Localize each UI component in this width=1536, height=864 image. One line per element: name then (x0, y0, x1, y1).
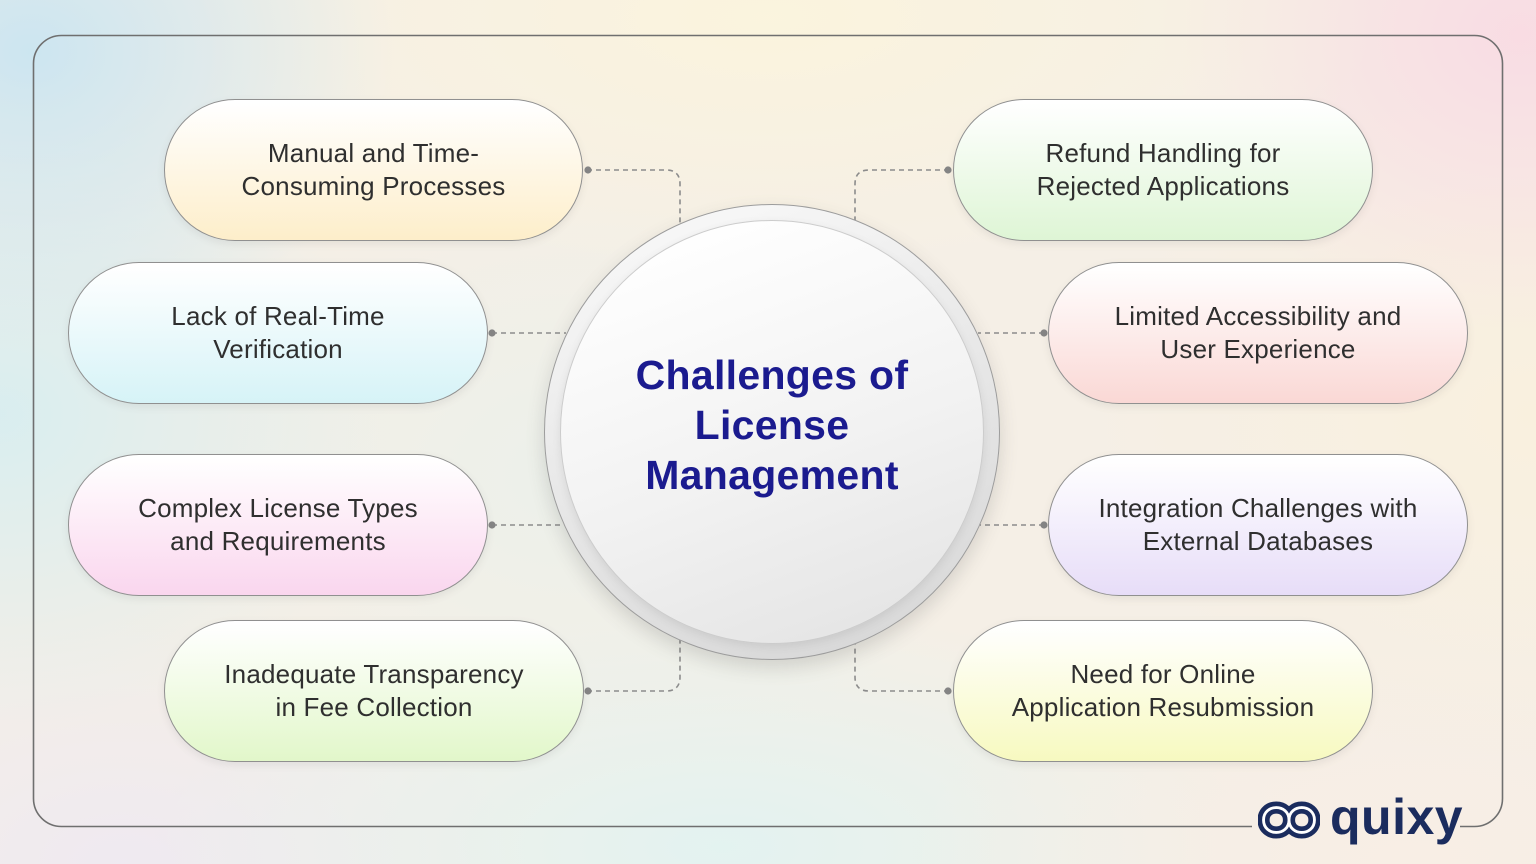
center-circle: Challenges of License Management (544, 204, 1000, 660)
pill-manual-time-consuming: Manual and Time-Consuming Processes (164, 99, 583, 241)
pill-label: Complex License Types and Requirements (138, 492, 418, 556)
connector-left-4 (587, 638, 681, 692)
connector-dot (1040, 329, 1048, 337)
pill-label: Refund Handling for Rejected Application… (1036, 137, 1290, 201)
connector-right-4 (854, 640, 949, 692)
connector-left-1 (587, 169, 681, 224)
pill-label: Inadequate Transparency in Fee Collectio… (224, 658, 524, 722)
quixy-logo-text: quixy (1330, 789, 1464, 845)
infinity-icon (1258, 801, 1320, 839)
connector-dot (584, 166, 592, 174)
connector-dot (944, 687, 952, 695)
pill-inadequate-transparency: Inadequate Transparency in Fee Collectio… (164, 620, 584, 762)
pill-label: Need for Online Application Resubmission (1011, 658, 1315, 722)
connector-dot (488, 329, 496, 337)
pill-label: Integration Challenges with External Dat… (1098, 492, 1418, 556)
connector-dot (944, 166, 952, 174)
connector-dot (584, 687, 592, 695)
connector-dot (1040, 521, 1048, 529)
quixy-logo: quixy (1258, 790, 1463, 850)
pill-limited-accessibility: Limited Accessibility and User Experienc… (1048, 262, 1468, 404)
center-circle-inner: Challenges of License Management (560, 220, 984, 644)
pill-label: Manual and Time-Consuming Processes (241, 137, 506, 201)
pill-label: Lack of Real-Time Verification (171, 300, 385, 364)
pill-integration-challenges: Integration Challenges with External Dat… (1048, 454, 1468, 596)
pill-online-resubmission: Need for Online Application Resubmission (953, 620, 1373, 762)
connector-dot (488, 521, 496, 529)
pill-refund-handling: Refund Handling for Rejected Application… (953, 99, 1373, 241)
diagram-title: Challenges of License Management (635, 351, 909, 498)
pill-complex-license-types: Complex License Types and Requirements (68, 454, 488, 596)
pill-label: Limited Accessibility and User Experienc… (1114, 300, 1402, 364)
pill-lack-realtime-verification: Lack of Real-Time Verification (68, 262, 488, 404)
connector-right-1 (854, 169, 949, 222)
